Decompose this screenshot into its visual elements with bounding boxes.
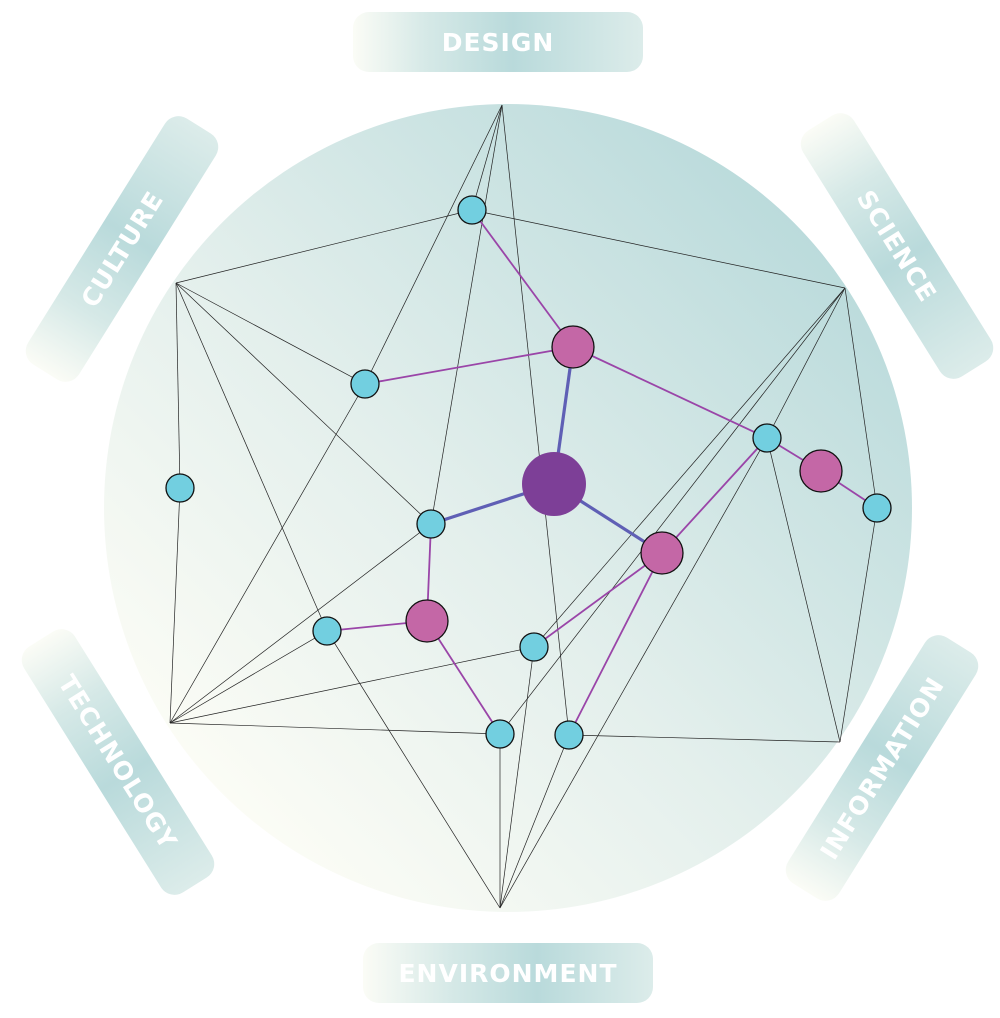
mesh-edge bbox=[175, 282, 181, 489]
mesh-edge bbox=[175, 209, 473, 284]
mesh-edge bbox=[839, 507, 878, 743]
mesh-edge bbox=[364, 104, 503, 385]
leaf-node[interactable] bbox=[457, 195, 487, 225]
leaf-node[interactable] bbox=[752, 423, 782, 453]
category-label: ENVIRONMENT bbox=[398, 958, 618, 988]
mesh-edge bbox=[766, 437, 841, 743]
mesh-edge bbox=[169, 487, 181, 724]
mesh-edge bbox=[430, 104, 503, 525]
leaf-node[interactable] bbox=[519, 632, 549, 662]
category-label: DESIGN bbox=[441, 27, 555, 57]
mesh-edge bbox=[169, 646, 535, 724]
category-design[interactable]: DESIGN bbox=[353, 12, 643, 72]
secondary-node[interactable] bbox=[799, 449, 843, 493]
category-environment[interactable]: ENVIRONMENT bbox=[363, 943, 653, 1003]
mesh-edge bbox=[568, 734, 841, 743]
mesh-edge bbox=[169, 630, 328, 724]
leaf-node[interactable] bbox=[350, 369, 380, 399]
secondary-link bbox=[426, 620, 501, 735]
mesh-edge bbox=[326, 630, 501, 909]
mesh-edge bbox=[175, 282, 366, 385]
secondary-node[interactable] bbox=[551, 325, 595, 369]
mesh-edge bbox=[169, 523, 432, 724]
mesh-edge bbox=[471, 209, 846, 289]
mesh-edge bbox=[844, 287, 878, 509]
leaf-node[interactable] bbox=[554, 720, 584, 750]
secondary-link bbox=[661, 437, 768, 554]
leaf-node[interactable] bbox=[416, 509, 446, 539]
mesh-edge bbox=[175, 282, 328, 632]
secondary-link bbox=[533, 552, 663, 648]
mesh-edge bbox=[499, 734, 570, 909]
mesh-edges bbox=[169, 104, 878, 909]
mesh-edge bbox=[499, 437, 768, 909]
leaf-node[interactable] bbox=[862, 493, 892, 523]
secondary-link bbox=[568, 552, 663, 736]
mesh-edge bbox=[169, 383, 366, 724]
mesh-edge bbox=[169, 722, 501, 735]
hub-node[interactable] bbox=[522, 452, 586, 516]
secondary-node[interactable] bbox=[640, 531, 684, 575]
mesh-edge bbox=[175, 282, 432, 525]
mesh-edge bbox=[533, 287, 846, 648]
secondary-link bbox=[572, 346, 768, 439]
secondary-node[interactable] bbox=[405, 599, 449, 643]
mesh-edge bbox=[471, 104, 503, 211]
mesh-edge bbox=[766, 287, 846, 439]
leaf-node[interactable] bbox=[312, 616, 342, 646]
mesh-edge bbox=[499, 646, 535, 909]
secondary-link bbox=[471, 209, 574, 348]
leaf-node[interactable] bbox=[165, 473, 195, 503]
mesh-edge bbox=[499, 287, 846, 735]
leaf-node[interactable] bbox=[485, 719, 515, 749]
background-disc bbox=[104, 104, 912, 912]
network-nodes bbox=[165, 195, 892, 750]
secondary-link bbox=[364, 346, 574, 385]
